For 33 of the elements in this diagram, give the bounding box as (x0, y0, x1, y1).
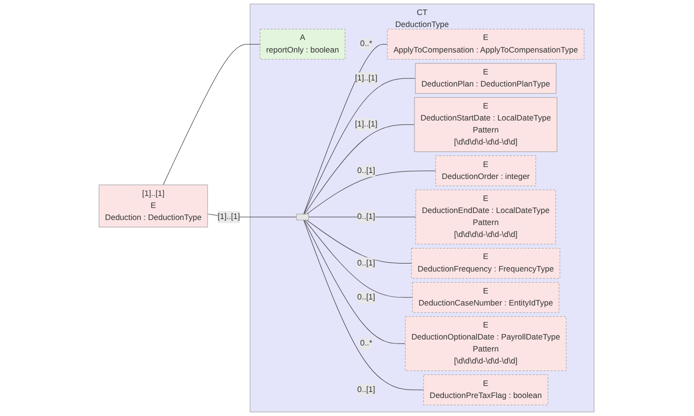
edge-label: 0..* (360, 40, 373, 48)
connector (305, 220, 414, 298)
connector (304, 78, 416, 214)
edge-label: [1]..[1] (355, 120, 378, 129)
edge-label: 0..[1] (358, 292, 376, 302)
connector (304, 220, 424, 390)
connector (306, 170, 436, 214)
node-box (260, 28, 346, 60)
node-box (416, 63, 557, 94)
node-box (412, 248, 561, 279)
connector (208, 214, 298, 218)
edge-label: [1]..[1] (218, 212, 240, 222)
node-box (99, 184, 208, 228)
connector (163, 44, 261, 186)
edge-label: 0..[1] (358, 212, 376, 222)
cluster (250, 4, 595, 412)
node-bar (296, 214, 310, 220)
edge-label: 0..[1] (358, 258, 376, 268)
connector (304, 220, 406, 344)
edge-label: 0..[1] (358, 385, 376, 394)
node-box (424, 374, 549, 406)
edge-label: 0..* (360, 339, 373, 348)
edge-label: 0..[1] (358, 166, 376, 175)
edge-label: [1]..[1] (355, 74, 378, 82)
node-box (416, 190, 556, 244)
node-box (414, 97, 558, 152)
node-box (406, 316, 567, 372)
connector (306, 220, 412, 264)
connector (304, 44, 388, 214)
connector (304, 124, 416, 214)
node-box (388, 28, 585, 60)
node-box (412, 282, 560, 313)
node-box (436, 156, 536, 186)
